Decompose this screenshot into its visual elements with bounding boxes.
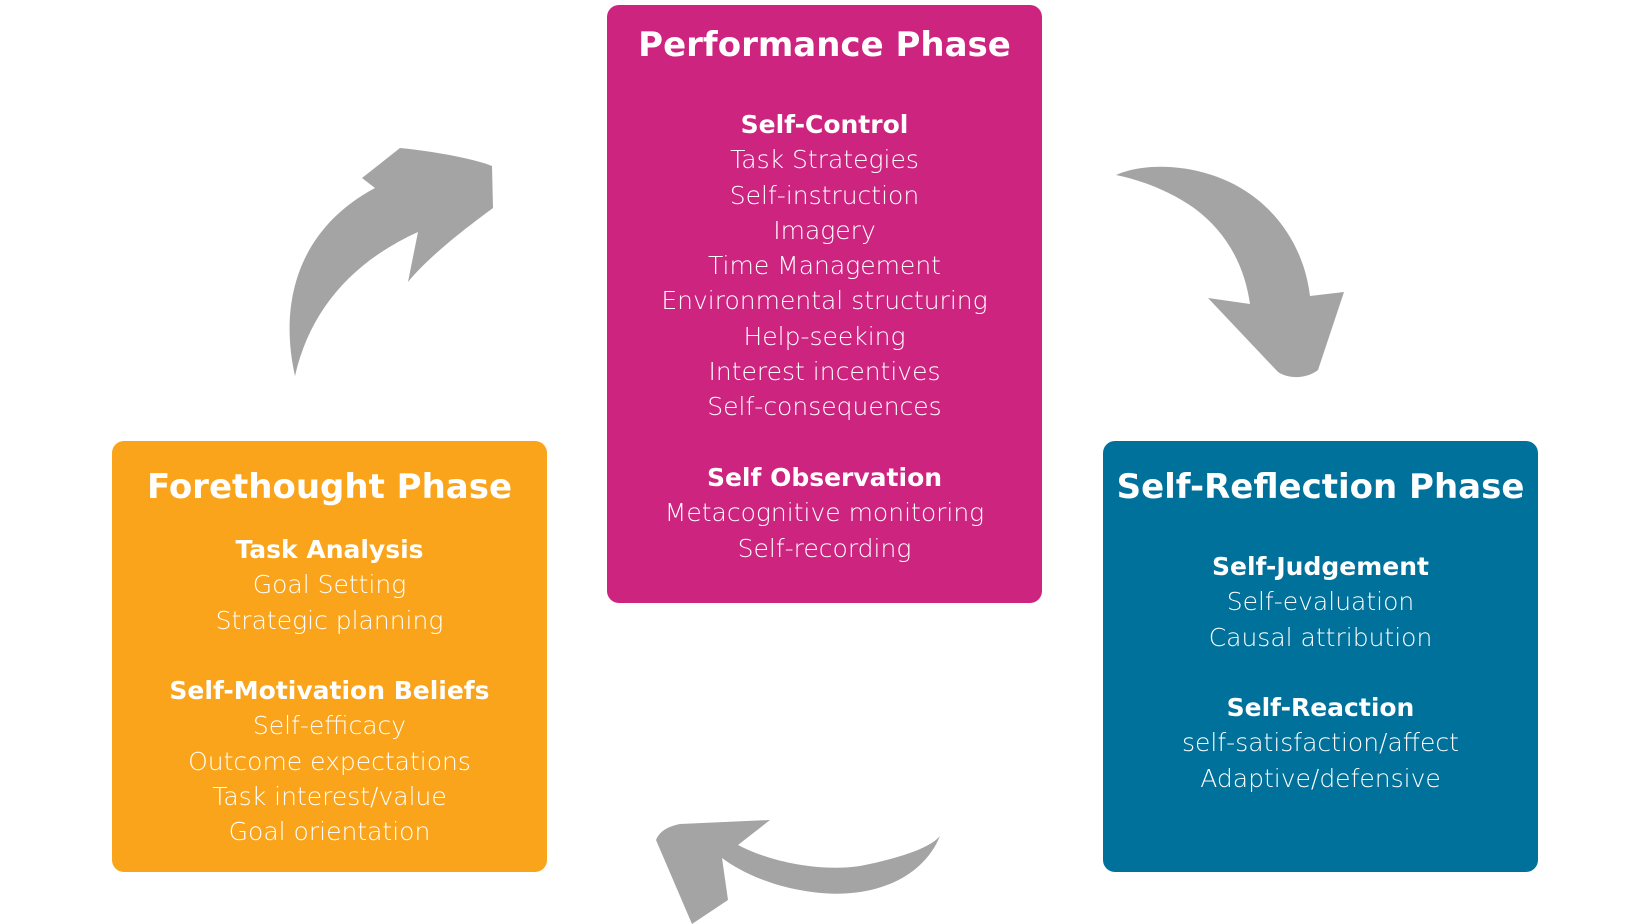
phase-title: Forethought Phase [146,467,513,507]
list-item: Interest incentives [708,357,941,387]
section-heading: Self-Reaction [1226,693,1415,723]
self-reflection-phase-box: Self-Reflection Phase Self-Judgement Sel… [1103,441,1538,872]
list-item: Strategic planning [215,605,444,635]
list-item: Goal Setting [252,570,407,600]
performance-phase-box: Performance Phase Self-Control Task Stra… [607,5,1042,603]
section-list: Self-evaluation Causal attribution [1103,584,1538,655]
section-spacer [1103,655,1538,690]
list-item: Time Management [708,251,941,281]
list-item: Help-seeking [743,321,906,351]
phase-content: Self-Control Task Strategies Self-instru… [607,107,1042,566]
phase-title: Performance Phase [638,25,1011,65]
list-item: Self-efficacy [252,711,407,741]
section-spacer [112,638,547,673]
list-item: Adaptive/defensive [1200,763,1441,793]
list-item: self-satisfaction/affect [1182,728,1459,758]
phase-content: Self-Judgement Self-evaluation Causal at… [1103,549,1538,796]
section-list: Metacognitive monitoring Self-recording [607,495,1042,566]
list-item: Causal attribution [1208,622,1433,652]
section-heading: Self Observation [706,462,943,492]
list-item: Outcome expectations [188,746,471,776]
curved-arrow-icon [656,820,940,924]
section-heading: Self-Control [740,110,909,139]
phase-title: Self-Reflection Phase [1116,467,1525,507]
curved-arrow-icon [1116,166,1344,378]
section-spacer [607,425,1042,460]
list-item: Self-recording [737,533,912,563]
forethought-phase-box: Forethought Phase Task Analysis Goal Set… [112,441,547,872]
section-heading: Task Analysis [235,535,424,564]
list-item: Self-consequences [707,392,942,422]
list-item: Task Strategies [730,145,919,175]
section-list: Task Strategies Self-instruction Imagery… [607,142,1042,424]
list-item: Task interest/value [212,782,447,812]
list-item: Self-instruction [729,180,920,210]
list-item: Metacognitive monitoring [664,498,985,528]
section-heading: Self-Motivation Beliefs [169,676,490,706]
section-list: Goal Setting Strategic planning [112,567,547,638]
phase-content: Task Analysis Goal Setting Strategic pla… [112,532,547,850]
list-item: Environmental structuring [661,286,988,316]
list-item: Goal orientation [228,817,431,847]
list-item: Imagery [773,215,876,245]
section-heading: Self-Judgement [1212,552,1429,581]
section-list: self-satisfaction/affect Adaptive/defens… [1103,725,1538,796]
list-item: Self-evaluation [1226,587,1415,617]
section-list: Self-efficacy Outcome expectations Task … [112,708,547,849]
curved-arrow-icon [289,148,493,376]
